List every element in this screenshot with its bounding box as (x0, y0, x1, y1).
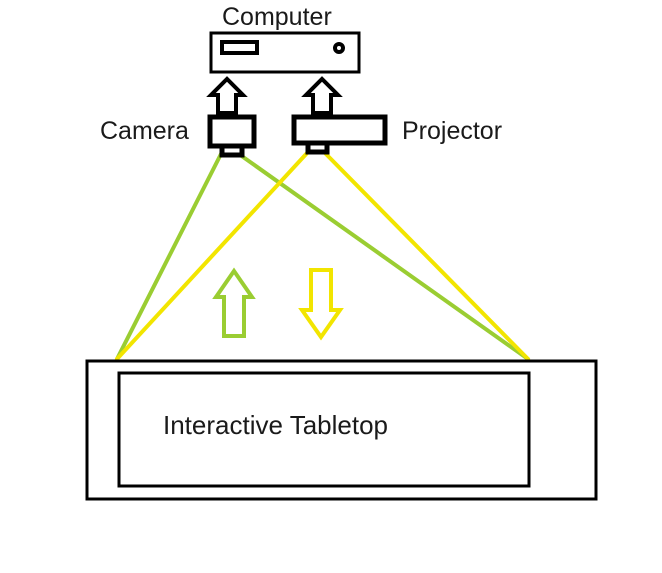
computer-label: Computer (222, 3, 332, 31)
camera-beam-group (115, 150, 530, 361)
camera-stand (219, 143, 245, 158)
tabletop-inner-surface (117, 371, 531, 488)
projector-node[interactable] (291, 114, 388, 155)
projector-label: Projector (402, 117, 503, 145)
projector-body (291, 114, 388, 146)
camera-label: Camera (100, 117, 189, 145)
camera-body (207, 114, 257, 149)
camera-to-computer-arrow-icon (206, 76, 248, 115)
tabletop-node[interactable] (85, 359, 598, 501)
projection-direction-arrow-icon (298, 268, 344, 341)
projector-to-computer-arrow-icon (301, 76, 343, 115)
projector-beam-left-line (115, 150, 310, 361)
computer-node[interactable] (209, 31, 361, 74)
computer-power-button-icon (333, 42, 345, 54)
projector-stand (305, 140, 330, 155)
tabletop-label: Interactive Tabletop (163, 410, 388, 440)
projector-beam-right-line (322, 150, 530, 361)
camera-node[interactable] (207, 114, 257, 158)
camera-beam-left-line (115, 150, 224, 361)
computer-drive-slot-icon (220, 40, 259, 55)
projector-beam-group (115, 150, 530, 361)
camera-beam-right-line (234, 150, 530, 361)
capture-direction-arrow-icon (212, 267, 256, 338)
